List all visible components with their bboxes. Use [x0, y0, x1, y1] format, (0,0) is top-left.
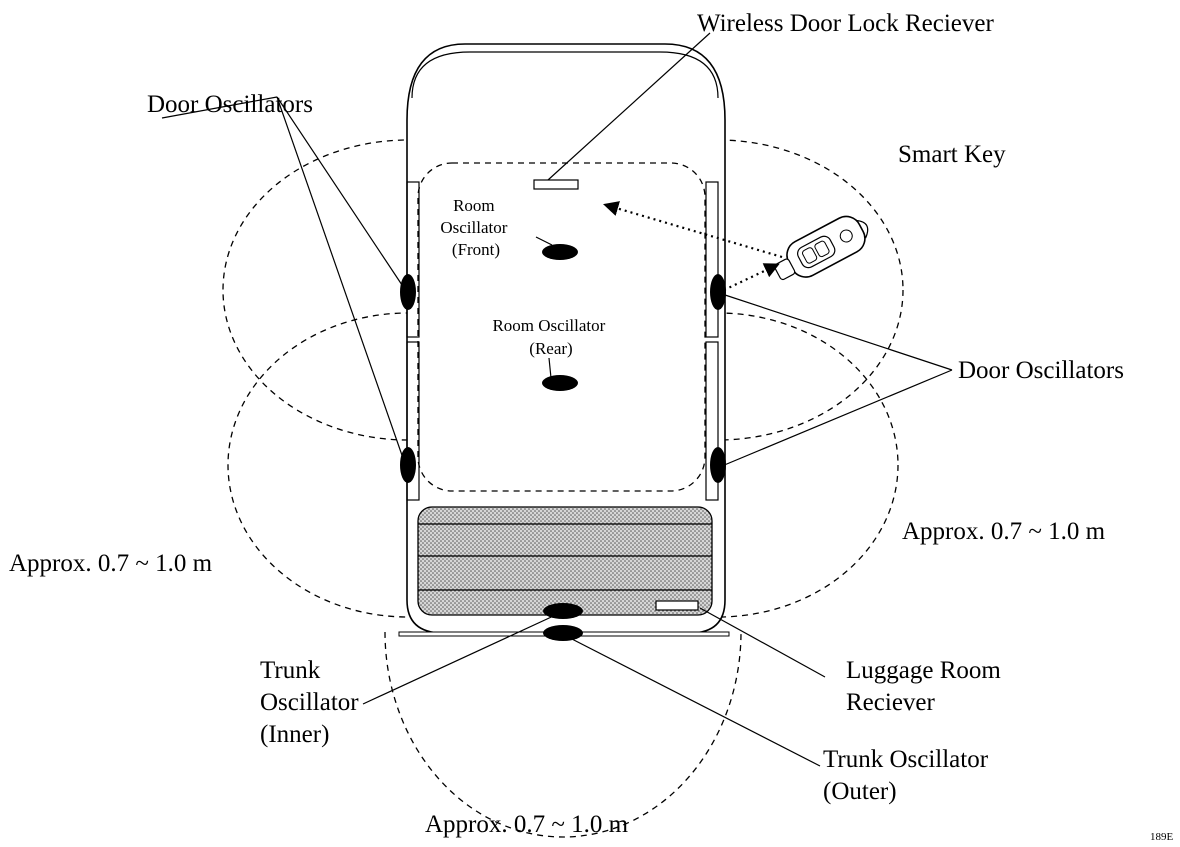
luggage-room-receiver-label: Luggage Room Reciever: [846, 657, 1007, 716]
approx-left-label: Approx. 0.7 ~ 1.0 m: [9, 550, 213, 577]
door-oscillators-right-label: Door Oscillators: [958, 357, 1124, 384]
room-oscillator-rear: [542, 375, 578, 391]
room-oscillator-front: [542, 244, 578, 260]
approx-bottom-label: Approx. 0.7 ~ 1.0 m: [425, 811, 629, 838]
leader-line: [721, 369, 953, 467]
signal-arrow-to-receiver: [603, 201, 783, 259]
wireless-door-lock-receiver: [533, 179, 579, 190]
door-front-right: [705, 181, 719, 338]
luggage-room-receiver: [655, 600, 699, 611]
signal-arrow-from-oscillator: [723, 263, 780, 291]
trunk-zone: [384, 631, 742, 838]
leader-line: [547, 32, 711, 181]
smart-key-label: Smart Key: [898, 141, 1006, 168]
leader-line: [276, 96, 405, 462]
door-oscillator-front-left: [400, 274, 416, 310]
trunk-oscillator-inner: [543, 603, 583, 619]
smart-key-fob: [774, 215, 869, 281]
door-oscillator-rear-right: [710, 447, 726, 483]
room-oscillator-rear-label: Room Oscillator (Rear): [492, 316, 609, 358]
figure-code: 189E: [1150, 831, 1174, 843]
trunk-oscillator-outer-label: Trunk Oscillator (Outer): [823, 746, 994, 805]
front-right-zone: [532, 139, 904, 441]
leader-line: [567, 636, 821, 767]
leader-line: [276, 96, 405, 289]
door-oscillator-rear-left: [400, 447, 416, 483]
door-rear-right: [705, 341, 719, 501]
trunk-area: [417, 506, 713, 616]
trunk-oscillator-outer: [543, 625, 583, 641]
trunk-oscillator-inner-label: Trunk Oscillator (Inner): [260, 657, 365, 748]
cabin-zone: [417, 162, 706, 492]
approx-right-label: Approx. 0.7 ~ 1.0 m: [902, 518, 1106, 545]
door-front-left: [406, 181, 420, 338]
door-oscillators-left-label: Door Oscillators: [147, 91, 313, 118]
room-oscillator-front-label: Room Oscillator (Front): [440, 196, 511, 259]
door-oscillator-front-right: [710, 274, 726, 310]
door-rear-left: [406, 341, 420, 501]
windshield-line: [411, 51, 719, 99]
leader-line: [362, 612, 561, 705]
leader-line: [548, 357, 552, 379]
leader-line: [699, 607, 826, 678]
leader-line: [161, 96, 278, 119]
leader-line: [535, 236, 553, 246]
wireless-receiver-label: Wireless Door Lock Reciever: [697, 10, 994, 37]
leader-line: [721, 293, 953, 371]
